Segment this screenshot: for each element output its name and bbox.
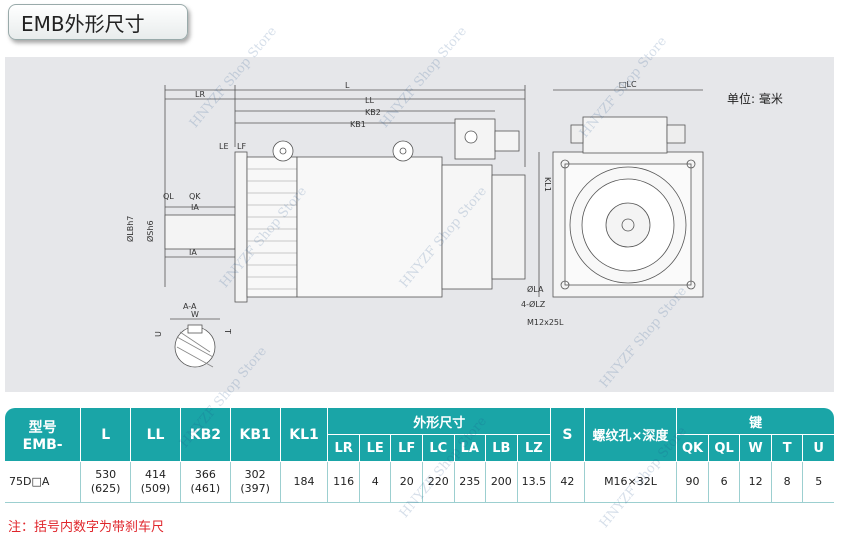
label-KB1: KB1 [350,120,366,129]
unit-label: 单位: 毫米 [727,92,783,106]
section-title: EMB外形尺寸 [8,4,188,40]
cell-T: 8 [771,462,804,503]
label-LA: ØLA [527,284,544,294]
cell-KL1: 184 [280,462,329,503]
cell-QK: 90 [677,462,709,503]
label-M12: M12x25L [527,318,564,327]
label-AA: A-A [183,302,197,311]
header-QK: QK [677,435,709,462]
cell-LZ: 13.5 [517,462,552,503]
cell-model: 75D□A [5,462,82,503]
cell-W: 12 [740,462,772,503]
header-QL: QL [708,435,741,462]
motor-rear [441,164,493,290]
cell-LR: 116 [328,462,360,503]
cell-U: 5 [803,462,834,503]
header-outline-group: 外形尺寸 [328,408,552,435]
label-Sh6: ØSh6 [145,220,155,242]
label-KB2: KB2 [365,108,381,117]
spec-table: 型号 EMB- L LL KB2 KB1 KL1 外形尺寸 S 螺纹孔×深度 键… [5,408,834,503]
header-KB1: KB1 [230,408,281,462]
cell-KB2: 366 (461) [180,462,231,503]
motor-outline-drawing: L LR LL KB2 KB1 LE LF QL QK IA IA ØLBh7 … [125,80,704,368]
header-LA: LA [454,435,487,462]
cell-thread: M16×32L [584,462,678,503]
cell-LF: 20 [391,462,423,503]
header-W: W [740,435,772,462]
header-S: S [551,408,585,462]
label-KL1: KL1 [543,177,552,192]
label-T: T [223,328,232,334]
motor-fins [246,156,298,298]
cell-QL: 6 [708,462,741,503]
label-LBh7: ØLBh7 [125,216,135,242]
header-LR: LR [328,435,360,462]
label-LL: LL [365,96,374,105]
motor-body [296,156,443,298]
header-LZ: LZ [517,435,552,462]
header-LE: LE [359,435,392,462]
shaft [164,214,236,250]
terminal-box [454,118,496,160]
label-W: W [191,310,199,319]
motor-cap [491,174,526,280]
header-KL1: KL1 [280,408,329,462]
header-T: T [771,435,804,462]
cell-LC: 220 [422,462,455,503]
dimension-drawing: L LR LL KB2 KB1 LE LF QL QK IA IA ØLBh7 … [5,57,834,392]
header-model: 型号 EMB- [5,408,82,462]
table-row: 75D□A 530 (625) 414 (509) 366 (461) 302 … [5,462,834,503]
header-thread: 螺纹孔×深度 [584,408,678,462]
cell-S: 42 [551,462,585,503]
cell-LE: 4 [359,462,392,503]
label-LZ: 4-ØLZ [521,299,546,309]
header-LB: LB [486,435,518,462]
header-LL: LL [131,408,181,462]
header-KB2: KB2 [180,408,231,462]
label-LF: LF [237,142,246,151]
cell-LB: 200 [486,462,518,503]
label-QK: QK [189,192,201,201]
header-LC: LC [422,435,455,462]
label-LR: LR [195,90,205,99]
cell-LA: 235 [454,462,487,503]
header-LF: LF [391,435,423,462]
label-LC: □LC [619,80,637,89]
footnote: 注：括号内数字为带刹车尺 [8,520,165,535]
label-L: L [345,81,350,90]
cell-L: 530 (625) [81,462,132,503]
label-IA-bottom: IA [189,248,197,257]
label-U: U [154,331,163,337]
label-IA-top: IA [191,203,199,212]
header-key-group: 键 [677,408,834,435]
header-U: U [803,435,834,462]
lifting-eye-front [272,140,294,162]
lifting-eye-rear [392,140,414,162]
cell-LL: 414 (509) [131,462,181,503]
label-LE: LE [219,142,229,151]
label-QL: QL [163,192,174,201]
header-L: L [81,408,132,462]
cell-KB1: 302 (397) [230,462,281,503]
